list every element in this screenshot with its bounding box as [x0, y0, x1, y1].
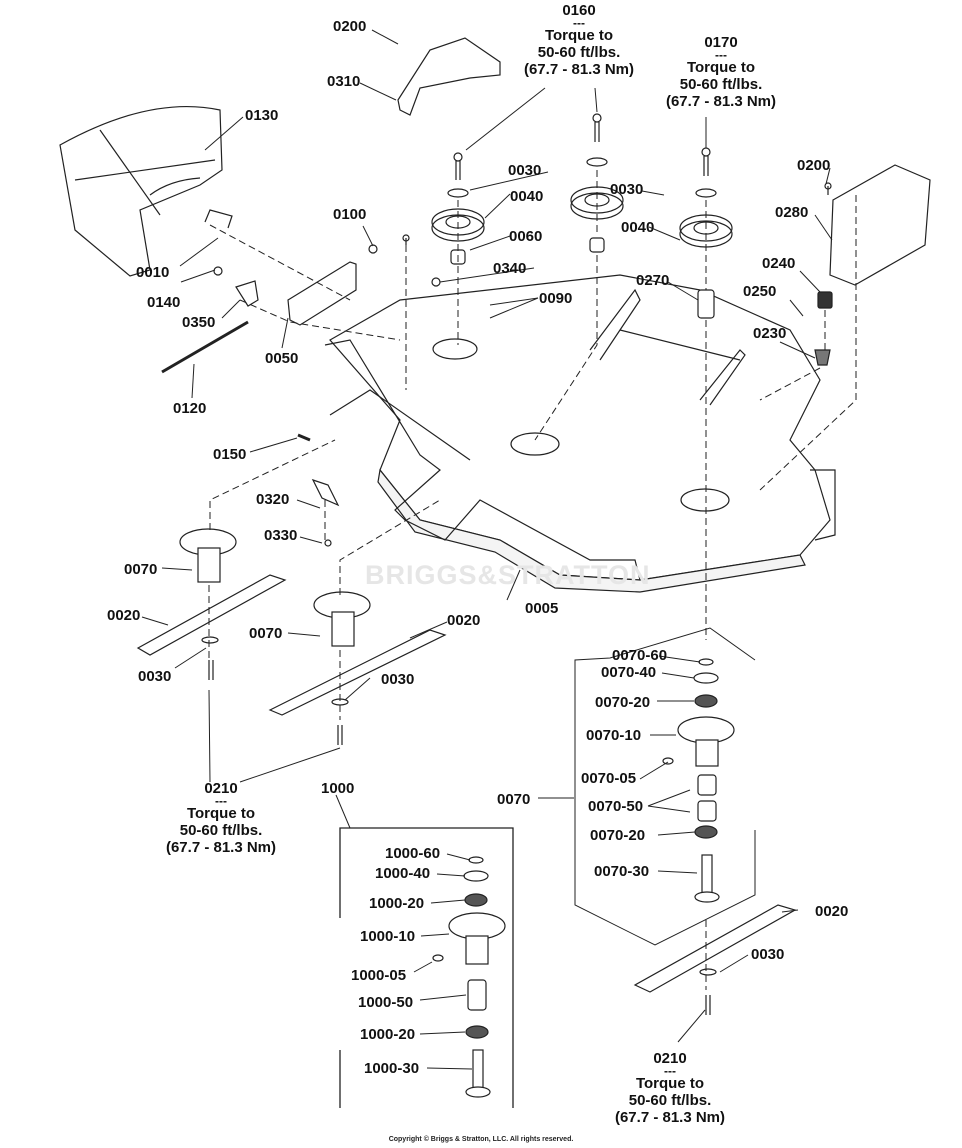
- torque-line-1: Torque to: [544, 27, 614, 44]
- callout-0070-50[interactable]: 0070-50: [588, 798, 644, 815]
- callout-0040[interactable]: 0040: [621, 219, 655, 236]
- callout-0070-60[interactable]: 0070-60: [612, 647, 668, 664]
- callout-1000-10[interactable]: 1000-10: [360, 928, 416, 945]
- torque-note-0160: 0160 --- Torque to 50-60 ft/lbs. (67.7 -…: [494, 2, 664, 78]
- callout-0200[interactable]: 0200: [333, 18, 367, 35]
- callout-0240[interactable]: 0240: [762, 255, 796, 272]
- torque-line-2: 50-60 ft/lbs.: [179, 822, 263, 839]
- callout-0070[interactable]: 0070: [124, 561, 158, 578]
- callout-0030[interactable]: 0030: [381, 671, 415, 688]
- torque-line-2: 50-60 ft/lbs.: [537, 44, 621, 61]
- torque-note-0210-left: 0210 --- Torque to 50-60 ft/lbs. (67.7 -…: [136, 780, 306, 856]
- torque-line-2: 50-60 ft/lbs.: [679, 76, 763, 93]
- note-separator: ---: [715, 48, 727, 62]
- note-separator: ---: [573, 16, 585, 30]
- chute-linkage: [161, 209, 357, 547]
- callout-0060[interactable]: 0060: [509, 228, 543, 245]
- callout-0210[interactable]: 0210: [204, 780, 238, 797]
- callout-0310[interactable]: 0310: [327, 73, 361, 90]
- callout-1000-05[interactable]: 1000-05: [351, 967, 407, 984]
- belt-cover-0280: [829, 164, 931, 286]
- torque-line-3: (67.7 - 81.3 Nm): [165, 839, 277, 856]
- callout-1000[interactable]: 1000: [321, 780, 355, 797]
- callout-0140[interactable]: 0140: [147, 294, 181, 311]
- torque-line-2: 50-60 ft/lbs.: [628, 1092, 712, 1109]
- callout-0070-10[interactable]: 0070-10: [586, 727, 642, 744]
- torque-note-0210-right: 0210 --- Torque to 50-60 ft/lbs. (67.7 -…: [585, 1050, 755, 1126]
- callout-0020[interactable]: 0020: [815, 903, 849, 920]
- callout-0130[interactable]: 0130: [245, 107, 279, 124]
- callout-1000-50[interactable]: 1000-50: [358, 994, 414, 1011]
- callout-0250[interactable]: 0250: [743, 283, 777, 300]
- torque-note-0170: 0170 --- Torque to 50-60 ft/lbs. (67.7 -…: [636, 34, 806, 110]
- torque-line-1: Torque to: [686, 59, 756, 76]
- callout-0340[interactable]: 0340: [493, 260, 527, 277]
- callout-0020[interactable]: 0020: [447, 612, 481, 629]
- callout-0120[interactable]: 0120: [173, 400, 207, 417]
- callout-0200[interactable]: 0200: [797, 157, 831, 174]
- spindles-left: [179, 528, 371, 647]
- callout-0070[interactable]: 0070: [497, 791, 531, 808]
- spindle-assembly-0070-drawing: [574, 627, 756, 946]
- callout-0040[interactable]: 0040: [510, 188, 544, 205]
- spindle-assembly-1000-drawing: [339, 757, 674, 1108]
- note-separator: ---: [215, 794, 227, 808]
- watermark: BRIGGS&STRATTON: [365, 560, 651, 590]
- callout-1000-60[interactable]: 1000-60: [385, 845, 441, 862]
- torque-line-1: Torque to: [186, 805, 256, 822]
- callout-0070-30[interactable]: 0070-30: [594, 863, 650, 880]
- discharge-chute-0130: [59, 105, 223, 277]
- callout-0030[interactable]: 0030: [508, 162, 542, 179]
- torque-line-1: Torque to: [635, 1075, 705, 1092]
- alignment-lines: [208, 170, 857, 990]
- callout-0070-20[interactable]: 0070-20: [595, 694, 651, 711]
- idler-pulleys-0040: [431, 186, 733, 248]
- callout-0030[interactable]: 0030: [610, 181, 644, 198]
- callout-0030[interactable]: 0030: [138, 668, 172, 685]
- callout-1000-30[interactable]: 1000-30: [364, 1060, 420, 1077]
- blades: [136, 574, 797, 1015]
- callout-1000-20[interactable]: 1000-20: [369, 895, 425, 912]
- deflector-0310: [397, 37, 501, 116]
- callout-0330[interactable]: 0330: [264, 527, 298, 544]
- callout-0010[interactable]: 0010: [136, 264, 170, 281]
- callout-0090[interactable]: 0090: [539, 290, 573, 307]
- callout-0230[interactable]: 0230: [753, 325, 787, 342]
- deck-housing-0005: [324, 274, 836, 593]
- callout-1000-20[interactable]: 1000-20: [360, 1026, 416, 1043]
- callout-0320[interactable]: 0320: [256, 491, 290, 508]
- copyright-notice: Copyright © Briggs & Stratton, LLC. All …: [388, 1136, 574, 1143]
- torque-line-3: (67.7 - 81.3 Nm): [523, 61, 635, 78]
- note-separator: ---: [664, 1064, 676, 1078]
- callout-0070-05[interactable]: 0070-05: [581, 770, 637, 787]
- callout-0070-40[interactable]: 0070-40: [601, 664, 657, 681]
- callout-0070-20[interactable]: 0070-20: [590, 827, 646, 844]
- callout-0160[interactable]: 0160: [562, 2, 596, 19]
- torque-line-3: (67.7 - 81.3 Nm): [665, 93, 777, 110]
- callout-0005[interactable]: 0005: [525, 600, 559, 617]
- callout-0270[interactable]: 0270: [636, 272, 670, 289]
- callout-0070[interactable]: 0070: [249, 625, 283, 642]
- callout-0150[interactable]: 0150: [213, 446, 247, 463]
- callout-0030[interactable]: 0030: [751, 946, 785, 963]
- leader-lines: [141, 29, 833, 1070]
- callout-0350[interactable]: 0350: [182, 314, 216, 331]
- callout-0100[interactable]: 0100: [333, 206, 367, 223]
- callout-0050[interactable]: 0050: [265, 350, 299, 367]
- callout-0170[interactable]: 0170: [704, 34, 738, 51]
- callout-0020[interactable]: 0020: [107, 607, 141, 624]
- callout-0280[interactable]: 0280: [775, 204, 809, 221]
- callout-1000-40[interactable]: 1000-40: [375, 865, 431, 882]
- callout-0210[interactable]: 0210: [653, 1050, 687, 1067]
- torque-line-3: (67.7 - 81.3 Nm): [614, 1109, 726, 1126]
